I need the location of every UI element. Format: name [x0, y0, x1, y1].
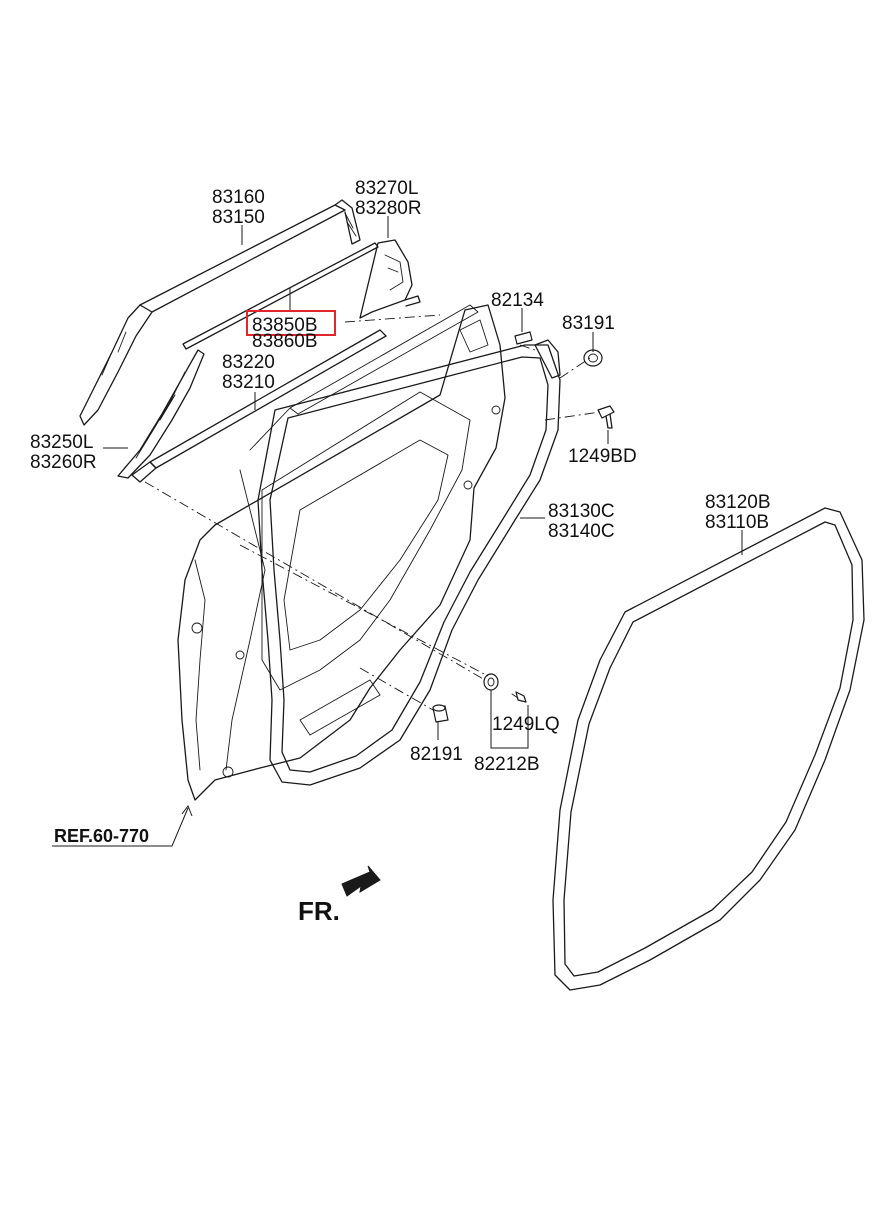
upper-frame-moulding — [79, 199, 361, 426]
bolt-1249BD — [597, 405, 615, 429]
label-83120B[interactable]: 83120B — [705, 492, 771, 513]
label-83191[interactable]: 83191 — [562, 313, 615, 334]
belt-moulding — [131, 329, 387, 483]
label-83160[interactable]: 83160 — [212, 187, 265, 208]
label-82212B[interactable]: 82212B — [474, 754, 540, 775]
label-83250L[interactable]: 83250L — [30, 432, 93, 453]
ref-label[interactable]: REF.60-770 — [54, 826, 149, 846]
grommet-83191 — [583, 349, 603, 367]
label-83860B[interactable]: 83860B — [252, 331, 318, 352]
label-82134[interactable]: 82134 — [491, 290, 544, 311]
label-83270L[interactable]: 83270L — [355, 178, 418, 199]
cap-82191 — [432, 704, 449, 723]
quarter-moulding — [117, 349, 205, 479]
label-83210[interactable]: 83210 — [222, 372, 275, 393]
label-83130C[interactable]: 83130C — [548, 501, 615, 522]
front-arrow — [341, 865, 381, 897]
body-weatherstrip — [552, 507, 865, 991]
label-1249BD[interactable]: 1249BD — [568, 446, 637, 467]
label-83220[interactable]: 83220 — [222, 352, 275, 373]
label-83110B[interactable]: 83110B — [705, 512, 769, 533]
delta-garnish — [359, 239, 421, 319]
front-label: FR. — [298, 896, 340, 926]
label-83140C[interactable]: 83140C — [548, 521, 615, 542]
leader-lines — [52, 216, 743, 847]
label-83260R[interactable]: 83260R — [30, 452, 97, 473]
rear-door-panel — [177, 304, 506, 801]
label-83280R[interactable]: 83280R — [355, 198, 422, 219]
label-83850B[interactable]: 83850B — [252, 315, 318, 336]
alignment-lines — [144, 314, 601, 711]
label-82191[interactable]: 82191 — [410, 744, 463, 765]
label-83150[interactable]: 83150 — [212, 207, 265, 228]
grommet-82212B — [483, 673, 499, 691]
label-1249LQ[interactable]: 1249LQ — [492, 714, 560, 735]
plug-82134 — [514, 331, 533, 345]
highlight-box — [246, 310, 336, 336]
screw-1249LQ — [511, 691, 527, 703]
glass-run-strip — [182, 242, 379, 350]
door-weatherstrip — [257, 339, 561, 786]
